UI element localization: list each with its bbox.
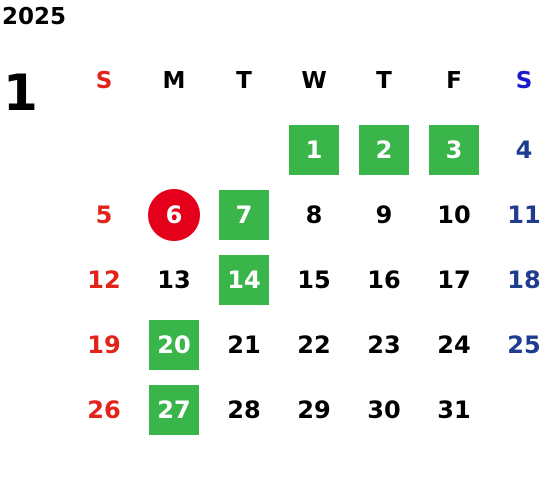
day-cell[interactable]: 29 (297, 396, 331, 424)
day-cell[interactable]: 8 (305, 201, 323, 229)
day-cell[interactable]: 14 (219, 255, 269, 305)
day-cell[interactable]: 27 (149, 385, 199, 435)
day-cell[interactable]: 3 (429, 125, 479, 175)
day-cell[interactable]: 30 (367, 396, 401, 424)
day-cell[interactable]: 25 (507, 331, 541, 359)
day-cell[interactable]: 31 (437, 396, 471, 424)
day-cell[interactable]: 24 (437, 331, 471, 359)
day-cell[interactable]: 4 (515, 136, 533, 164)
day-cell[interactable]: 7 (219, 190, 269, 240)
day-cell[interactable]: 19 (87, 331, 121, 359)
day-cell[interactable]: 15 (297, 266, 331, 294)
weekday-header-4: T (376, 68, 392, 94)
month-label: 1 (3, 64, 38, 122)
day-cell[interactable]: 18 (507, 266, 541, 294)
year-label: 2025 (2, 4, 67, 30)
weekday-header-5: F (446, 68, 462, 94)
day-cell[interactable]: 2 (359, 125, 409, 175)
day-cell[interactable]: 9 (375, 201, 393, 229)
day-cell[interactable]: 10 (437, 201, 471, 229)
weekday-header-0: S (95, 68, 113, 94)
weekday-header-6: S (515, 68, 533, 94)
day-cell[interactable]: 1 (289, 125, 339, 175)
weekday-header-3: W (301, 68, 327, 94)
day-cell[interactable]: 5 (95, 201, 113, 229)
day-cell[interactable]: 12 (87, 266, 121, 294)
day-cell[interactable]: 22 (297, 331, 331, 359)
day-cell[interactable]: 6 (148, 189, 200, 241)
weekday-header-2: T (236, 68, 252, 94)
day-cell[interactable]: 17 (437, 266, 471, 294)
weekday-header-1: M (162, 68, 186, 94)
day-cell[interactable]: 26 (87, 396, 121, 424)
day-cell[interactable]: 16 (367, 266, 401, 294)
day-cell[interactable]: 23 (367, 331, 401, 359)
day-cell[interactable]: 28 (227, 396, 261, 424)
day-cell[interactable]: 11 (507, 201, 541, 229)
day-cell[interactable]: 21 (227, 331, 261, 359)
day-cell[interactable]: 13 (157, 266, 191, 294)
day-cell[interactable]: 20 (149, 320, 199, 370)
